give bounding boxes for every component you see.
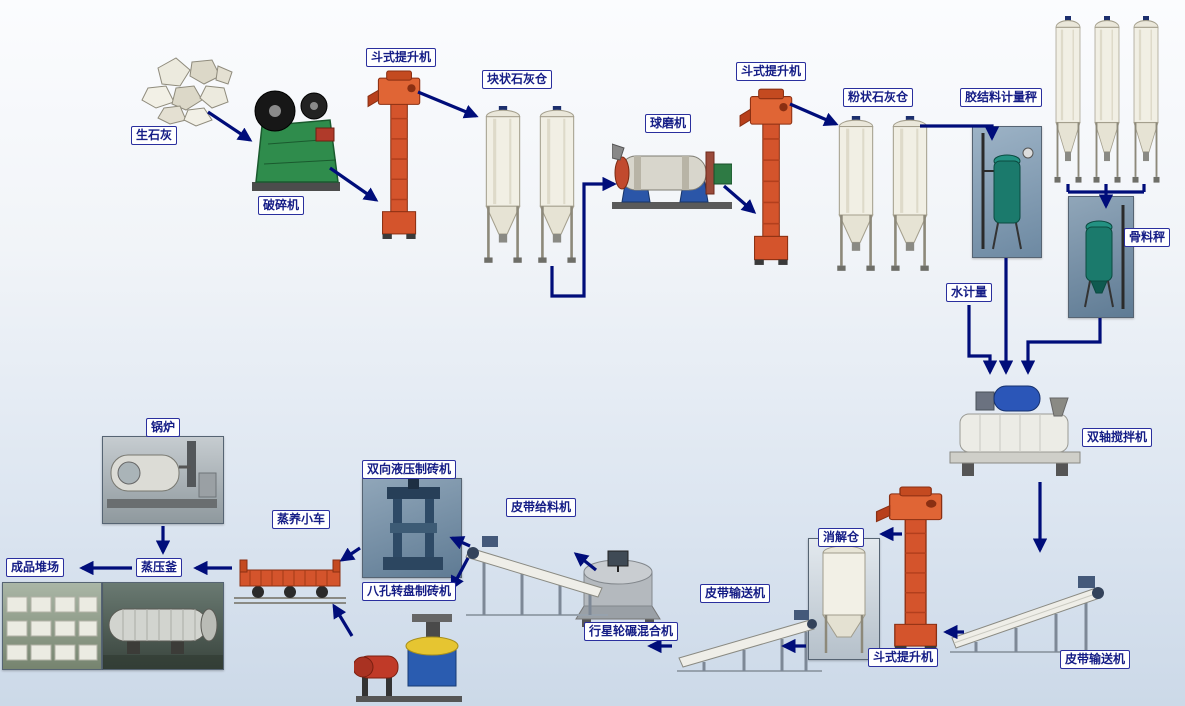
label-binder-scale: 胶结料计量秤 bbox=[960, 88, 1043, 107]
product-yard-image bbox=[2, 582, 102, 670]
twin-shaft-mixer-image bbox=[946, 376, 1084, 482]
planetary-mixer-image bbox=[570, 546, 668, 632]
bucket-elevator-3-image bbox=[874, 484, 952, 656]
quicklime-rocks-image bbox=[128, 48, 246, 134]
arrow-aggregate-scale-to-mixer bbox=[1020, 318, 1102, 375]
belt-conveyor-mid-image bbox=[674, 594, 826, 678]
autoclave-image bbox=[102, 582, 224, 670]
label-aggregate-scale: 骨料秤 bbox=[1124, 228, 1171, 247]
lump-lime-silos-image bbox=[478, 106, 582, 266]
bucket-elevator-2-image bbox=[738, 86, 800, 270]
powder-lime-silos-image bbox=[831, 116, 935, 274]
arrow-rotary-machine-to-trolley bbox=[332, 603, 354, 637]
label-curing-trolley: 蒸养小车 bbox=[272, 510, 331, 529]
belt-feeder-image bbox=[462, 522, 614, 624]
label-twin-shaft-mixer: 双轴搅拌机 bbox=[1082, 428, 1153, 447]
label-planetary-mixer: 行星轮碾混合机 bbox=[584, 622, 679, 641]
label-water-meter: 水计量 bbox=[946, 283, 993, 302]
label-belt-conveyor-right: 皮带输送机 bbox=[1060, 650, 1131, 669]
label-boiler: 锅炉 bbox=[146, 418, 181, 437]
ball-mill-image bbox=[611, 136, 733, 214]
label-quicklime: 生石灰 bbox=[131, 126, 178, 145]
belt-conveyor-right-image bbox=[946, 554, 1110, 660]
hydraulic-brick-machine-image bbox=[362, 478, 462, 578]
label-belt-feeder: 皮带给料机 bbox=[506, 498, 577, 517]
label-product-yard: 成品堆场 bbox=[6, 558, 65, 577]
rotary-brick-machine-image bbox=[352, 612, 464, 706]
label-crusher: 破碎机 bbox=[258, 196, 305, 215]
label-lump-lime-silo: 块状石灰仓 bbox=[482, 70, 553, 89]
label-autoclave: 蒸压釜 bbox=[136, 558, 183, 577]
label-bucket-elevator-2: 斗式提升机 bbox=[736, 62, 807, 81]
label-hydraulic-brick-machine: 双向液压制砖机 bbox=[362, 460, 457, 479]
label-rotary-brick-machine: 八孔转盘制砖机 bbox=[362, 582, 457, 601]
arrow-water-to-mixer bbox=[967, 305, 998, 375]
digestion-silo-image bbox=[808, 538, 880, 660]
boiler-image bbox=[102, 436, 224, 524]
storage-silos-image bbox=[1050, 16, 1164, 186]
label-ball-mill: 球磨机 bbox=[645, 114, 692, 133]
aggregate-scale-image bbox=[1068, 196, 1134, 318]
label-digestion-silo: 消解仓 bbox=[818, 528, 865, 547]
curing-trolley-image bbox=[234, 546, 346, 610]
binder-scale-image bbox=[972, 126, 1042, 258]
label-powder-lime-silo: 粉状石灰仓 bbox=[843, 88, 914, 107]
label-belt-conveyor-mid: 皮带输送机 bbox=[700, 584, 771, 603]
label-bucket-elevator-1: 斗式提升机 bbox=[366, 48, 437, 67]
label-bucket-elevator-3: 斗式提升机 bbox=[868, 648, 939, 667]
bucket-elevator-1-image bbox=[366, 68, 428, 244]
jaw-crusher-image bbox=[248, 84, 344, 200]
